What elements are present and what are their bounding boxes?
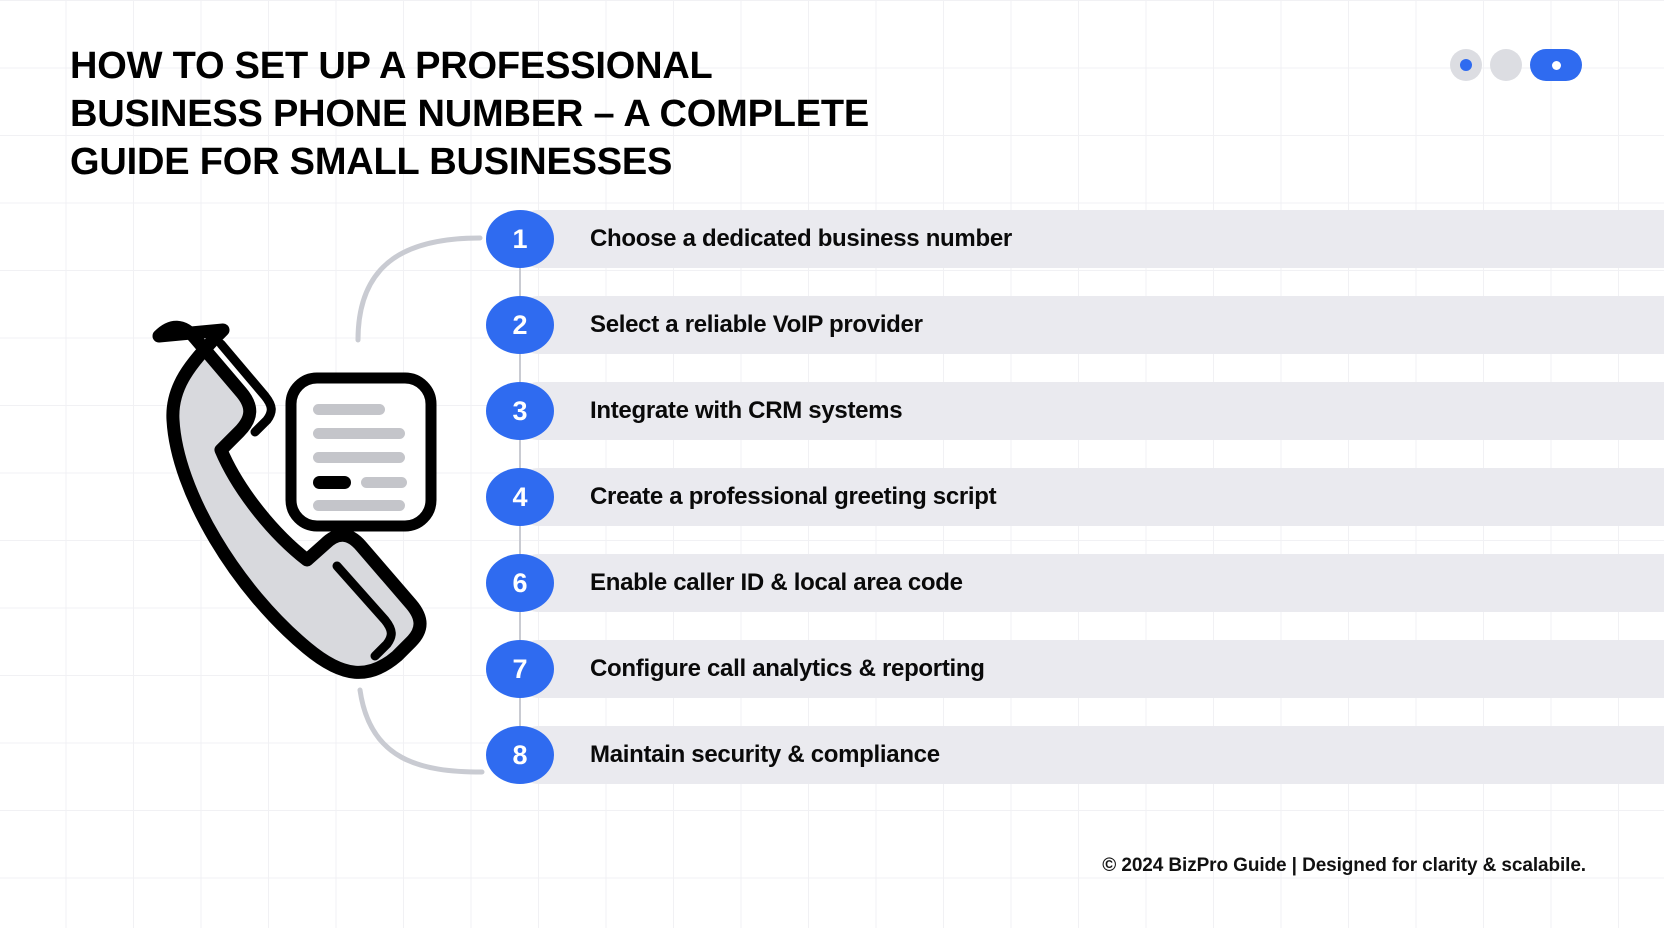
indicator-cluster bbox=[1450, 49, 1582, 81]
step-bar-3 bbox=[510, 382, 1664, 440]
step-bar-7 bbox=[510, 726, 1664, 784]
step-row-2[interactable]: 2 Select a reliable VoIP provider bbox=[486, 296, 1664, 382]
pill-toggle-indicator[interactable] bbox=[1530, 49, 1582, 81]
step-connector-5 bbox=[519, 610, 521, 640]
step-bar-2 bbox=[510, 296, 1664, 354]
step-badge-7: 8 bbox=[486, 726, 554, 784]
step-connector-2 bbox=[519, 352, 521, 382]
step-connector-6 bbox=[519, 696, 521, 726]
step-label-4: Create a professional greeting script bbox=[590, 483, 997, 510]
title-line-3: GUIDE FOR SMALL BUSINESSES bbox=[70, 141, 673, 183]
document-card-icon bbox=[285, 372, 437, 532]
step-label-3: Integrate with CRM systems bbox=[590, 397, 903, 424]
step-badge-6: 7 bbox=[486, 640, 554, 698]
title-line-1: HOW TO SET UP A PROFESSIONAL bbox=[70, 45, 713, 87]
step-number-2: 2 bbox=[486, 296, 554, 354]
dot-active-inner bbox=[1460, 59, 1472, 71]
step-label-7: Maintain security & compliance bbox=[590, 741, 940, 768]
step-connector-4 bbox=[519, 524, 521, 554]
step-number-5: 6 bbox=[486, 554, 554, 612]
step-bar-6 bbox=[510, 640, 1664, 698]
step-badge-5: 6 bbox=[486, 554, 554, 612]
step-label-1: Choose a dedicated business number bbox=[590, 225, 1012, 252]
step-badge-3: 3 bbox=[486, 382, 554, 440]
step-bar-4 bbox=[510, 468, 1664, 526]
title-line-2: BUSINESS PHONE NUMBER – A COMPLETE bbox=[70, 93, 870, 135]
dot-active-indicator[interactable] bbox=[1450, 49, 1482, 81]
phone-illustration bbox=[105, 280, 465, 720]
step-label-5: Enable caller ID & local area code bbox=[590, 569, 963, 596]
step-badge-4: 4 bbox=[486, 468, 554, 526]
dot-inactive-indicator[interactable] bbox=[1490, 49, 1522, 81]
step-row-4[interactable]: 4 Create a professional greeting script bbox=[486, 468, 1664, 554]
step-row-1[interactable]: 1 Choose a dedicated business number bbox=[486, 210, 1664, 296]
page-title: HOW TO SET UP A PROFESSIONAL BUSINESS PH… bbox=[70, 42, 950, 186]
step-badge-1: 1 bbox=[486, 210, 554, 268]
step-row-5[interactable]: 6 Enable caller ID & local area code bbox=[486, 554, 1664, 640]
step-label-2: Select a reliable VoIP provider bbox=[590, 311, 923, 338]
step-row-7[interactable]: 8 Maintain security & compliance bbox=[486, 726, 1664, 784]
step-row-6[interactable]: 7 Configure call analytics & reporting bbox=[486, 640, 1664, 726]
step-number-6: 7 bbox=[486, 640, 554, 698]
step-bar-5 bbox=[510, 554, 1664, 612]
steps-list: 1 Choose a dedicated business number 2 S… bbox=[486, 210, 1664, 784]
step-bar-1 bbox=[510, 210, 1664, 268]
footer-credit: © 2024 BizPro Guide | Designed for clari… bbox=[1102, 855, 1586, 876]
pill-toggle-dot bbox=[1551, 60, 1561, 70]
step-connector-1 bbox=[519, 266, 521, 296]
phone-handset-icon bbox=[152, 320, 427, 679]
step-number-4: 4 bbox=[486, 468, 554, 526]
step-number-7: 8 bbox=[486, 726, 554, 784]
step-number-1: 1 bbox=[486, 210, 554, 268]
step-label-6: Configure call analytics & reporting bbox=[590, 655, 985, 682]
step-connector-3 bbox=[519, 438, 521, 468]
step-badge-2: 2 bbox=[486, 296, 554, 354]
step-row-3[interactable]: 3 Integrate with CRM systems bbox=[486, 382, 1664, 468]
step-number-3: 3 bbox=[486, 382, 554, 440]
